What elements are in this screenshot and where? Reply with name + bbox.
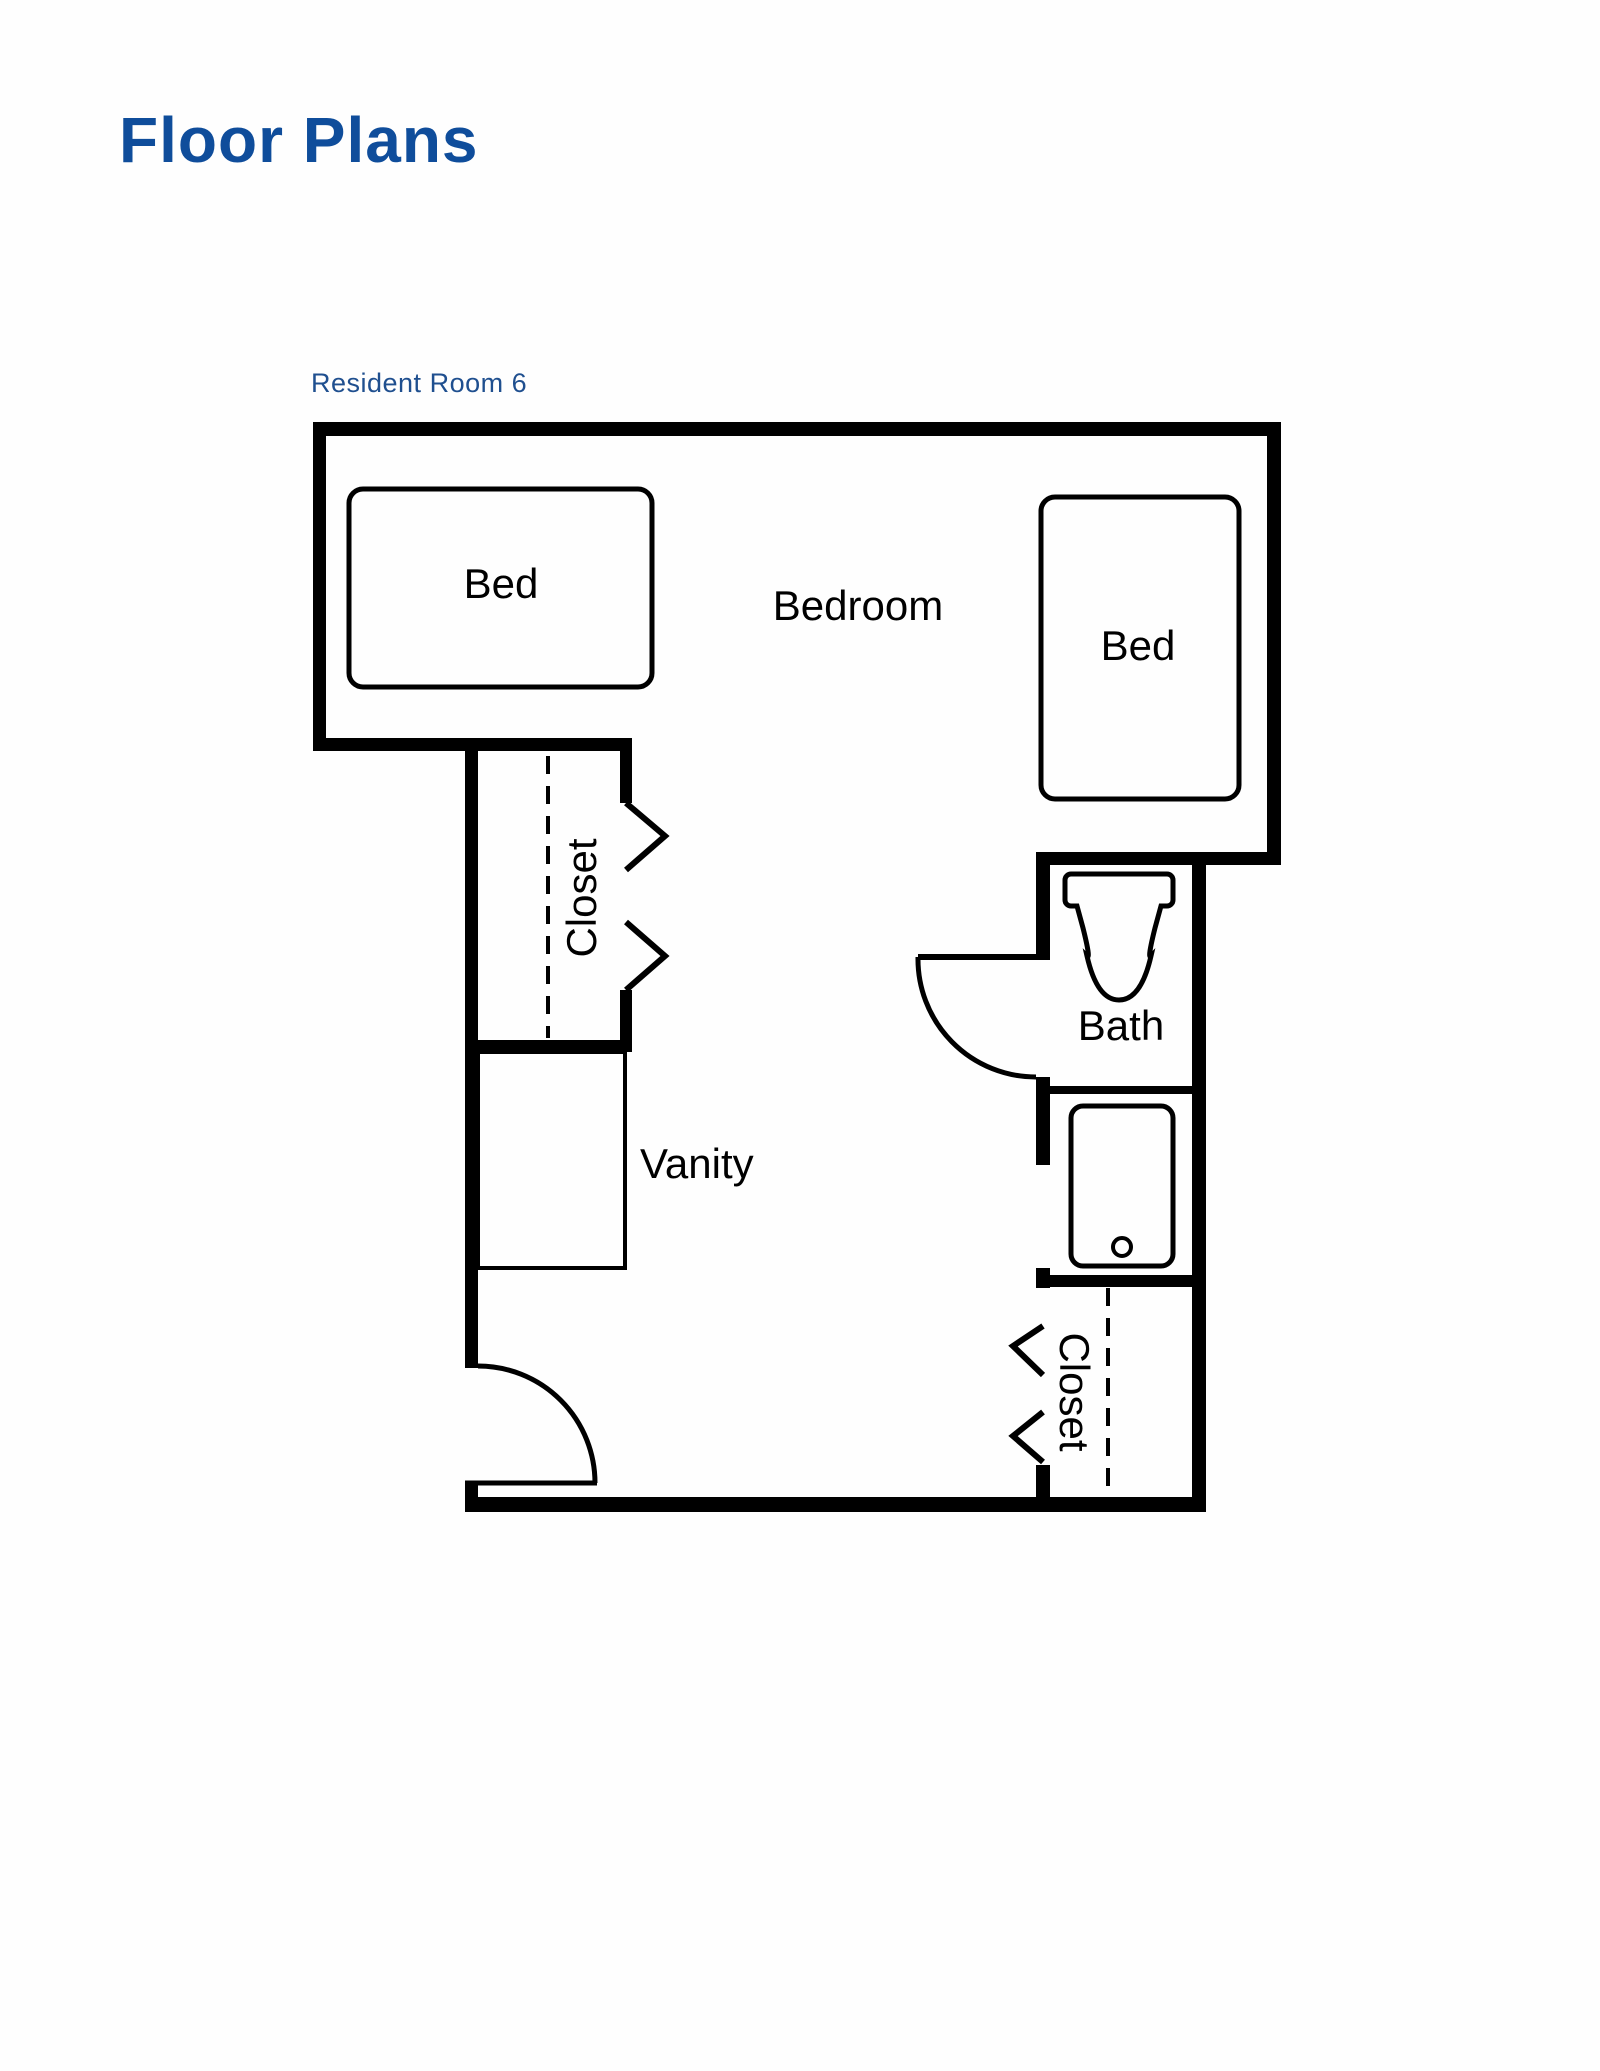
bath-label: Bath <box>1078 1002 1164 1049</box>
bed-right-label: Bed <box>1101 622 1176 669</box>
closet-right: Closet <box>1008 1288 1110 1495</box>
entry-door[interactable] <box>465 1363 598 1486</box>
closet-right-door-icon[interactable] <box>1008 1323 1046 1378</box>
bed-right: Bed <box>1038 494 1242 802</box>
drain-icon <box>1111 1236 1133 1258</box>
bed-left-label: Bed <box>464 560 539 607</box>
toilet-icon <box>1062 871 1176 1003</box>
page-title: Floor Plans <box>119 104 479 176</box>
bedroom-label: Bedroom <box>773 582 943 629</box>
floor-plan-caption: Resident Room 6 <box>311 368 528 398</box>
bath-door[interactable] <box>915 954 1038 1080</box>
bed-left: Bed <box>346 486 655 690</box>
closet-left-label: Closet <box>558 838 605 957</box>
walls <box>313 422 1281 1512</box>
vanity: Vanity <box>476 1050 754 1270</box>
shower <box>1068 1103 1176 1269</box>
closet-left-door-icon[interactable] <box>624 800 670 873</box>
closet-right-label: Closet <box>1051 1332 1098 1451</box>
closet-left-door-icon[interactable] <box>624 919 670 993</box>
closet-left: Closet <box>546 756 670 1038</box>
closet-right-door-icon[interactable] <box>1008 1409 1045 1465</box>
vanity-label: Vanity <box>640 1140 754 1187</box>
